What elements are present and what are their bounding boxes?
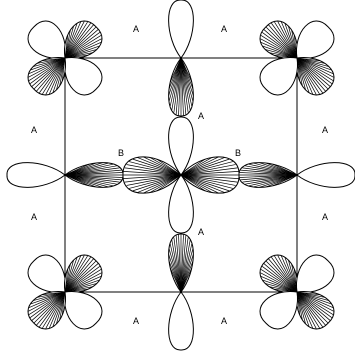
label-a-bottom-right: A <box>221 316 227 326</box>
label-b-right: B <box>235 148 241 158</box>
label-a-left-lower: A <box>31 212 37 222</box>
p-bottom-edge-lobe-up <box>167 234 196 292</box>
p-right-edge-lobe-right <box>297 163 355 188</box>
p-right-edge-lobe-left <box>239 161 297 190</box>
center-lobe-left <box>123 154 181 196</box>
center-lobe-down <box>169 175 194 233</box>
label-a-center-upper: A <box>198 111 204 121</box>
p-left-edge-lobe-left <box>7 163 65 188</box>
label-a-right-lower: A <box>322 212 328 222</box>
label-a-right-upper: A <box>322 125 328 135</box>
center-lobe-up <box>169 117 194 175</box>
p-left-edge-lobe-right <box>65 161 123 190</box>
center-lobe-right <box>181 154 239 196</box>
orbital-group <box>7 0 355 350</box>
label-b-left: B <box>118 148 124 158</box>
label-a-left-upper: A <box>31 125 37 135</box>
label-a-top-left: A <box>133 24 139 34</box>
p-bottom-edge-lobe-down <box>169 292 194 350</box>
p-top-edge-lobe-up <box>169 0 194 58</box>
p-top-edge-lobe-down <box>167 58 196 116</box>
label-a-center-lower: A <box>198 227 204 237</box>
label-a-bottom-left: A <box>133 316 139 326</box>
label-a-top-right: A <box>221 24 227 34</box>
